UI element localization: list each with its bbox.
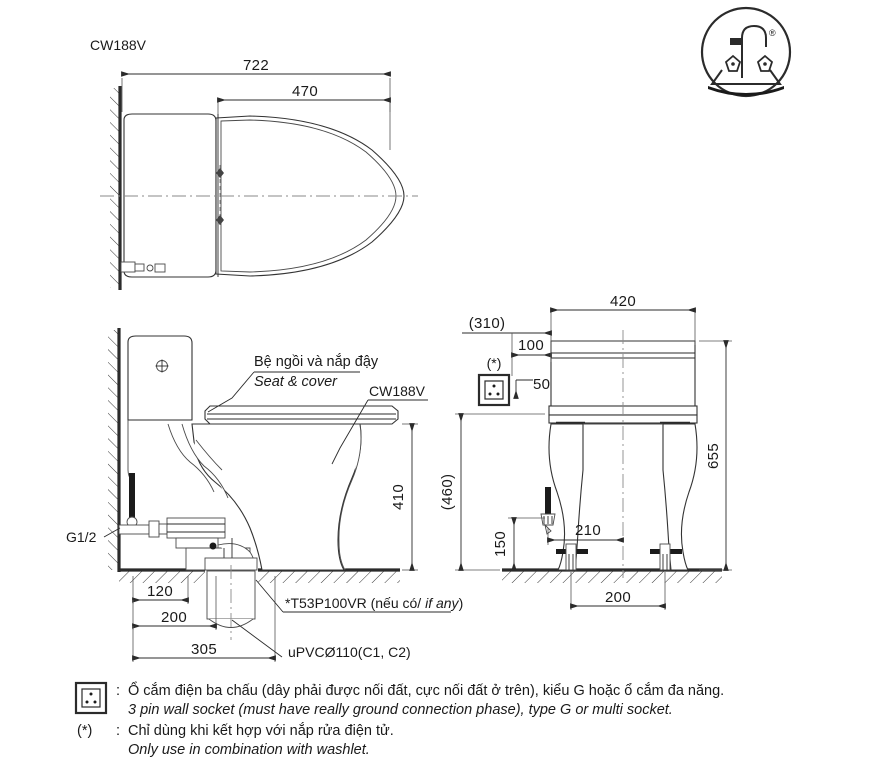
- side-tank-skirt: [127, 420, 133, 483]
- callout-seat-cover-en: Seat & cover: [254, 374, 338, 390]
- flower-right-icon: [756, 54, 774, 72]
- dim-150-label: 150: [492, 531, 509, 557]
- leader-t53p100vr: [255, 579, 284, 613]
- dim-410-label: 410: [390, 484, 407, 510]
- legend-socket-icon: [74, 681, 108, 715]
- side-tank-outline: [127, 335, 193, 421]
- leader-g12: [103, 527, 121, 538]
- floor-bolt-left: [556, 543, 588, 571]
- callout-flange-italic: if any: [425, 595, 459, 611]
- front-view: (*) 420 (310) 100 50 655: [439, 293, 732, 610]
- leader-upvc: [231, 619, 283, 658]
- dim-655-label: 655: [705, 443, 722, 469]
- dim-460-label: (460): [439, 474, 456, 511]
- callout-flange-part: *T53P100VR (nếu có/ if any): [285, 595, 463, 611]
- legend-block: : Ổ cắm điện ba chấu (dây phải được nối …: [74, 681, 724, 758]
- dim-200-label: 200: [161, 609, 187, 626]
- side-bowl-outline: [191, 423, 362, 571]
- front-bowl-left: [548, 423, 584, 571]
- registered-mark: ®: [769, 28, 776, 38]
- dim-305-label: 305: [191, 641, 217, 658]
- page-model-label: CW188V: [90, 37, 147, 53]
- water-supply-assembly: [118, 473, 226, 549]
- dim-310-label: (310): [469, 315, 506, 332]
- dim-50-label: 50: [533, 376, 550, 393]
- front-supply-stub: [540, 487, 556, 535]
- front-bowl-right: [662, 423, 698, 571]
- top-view: 722 470: [100, 57, 418, 290]
- dim-470-label: 470: [292, 83, 318, 100]
- top-view-inlet-fitting: [120, 261, 166, 273]
- leader-bowl-model: [331, 399, 369, 465]
- dim-420-label: 420: [610, 293, 636, 310]
- drain-pipe-body: [206, 565, 256, 640]
- socket-asterisk-marker: (*): [487, 355, 502, 371]
- leader-seat-cover: [207, 371, 255, 413]
- callout-water-supply: G1/2: [66, 529, 97, 545]
- flower-left-icon: [724, 54, 742, 72]
- legend-row1-en: 3 pin wall socket (must have really grou…: [128, 702, 673, 718]
- socket-symbol-front: [477, 373, 511, 407]
- legend-asterisk-marker: (*): [77, 723, 92, 739]
- side-outlet-assembly: [185, 538, 258, 571]
- callout-drain-pipe: uPVCØ110(C1, C2): [288, 644, 411, 660]
- callout-bowl-model: CW188V: [369, 383, 426, 399]
- legend-row2-vi: Chỉ dùng khi kết hợp với nắp rửa điện tử…: [128, 722, 394, 739]
- floor-bolt-right: [650, 543, 682, 571]
- legend-colon-1: :: [116, 683, 120, 699]
- tank-plan-outline: [123, 113, 217, 278]
- callout-flange-pre: *T53P100VR (nếu có/: [285, 595, 425, 611]
- dim-210-label: 210: [575, 522, 601, 539]
- hinge-marker-top: [216, 168, 224, 178]
- dim-120-label: 120: [147, 583, 173, 600]
- legend-row2-en: Only use in combination with washlet.: [128, 742, 370, 758]
- flush-button-icon: [155, 359, 169, 373]
- brand-logo: ®: [700, 6, 792, 98]
- dim-722-label: 722: [243, 57, 269, 74]
- dim-200-bolts-label: 200: [605, 589, 631, 606]
- side-view: 410 120 200 305 Bệ ngồi và nắp đậy Seat …: [66, 328, 463, 662]
- dim-100-label: 100: [518, 337, 544, 354]
- legend-colon-2: :: [116, 723, 120, 739]
- seat-cover-slab: [204, 405, 399, 425]
- callout-flange-post: ): [459, 595, 464, 611]
- callout-seat-cover-vi: Bệ ngồi và nắp đậy: [254, 353, 379, 370]
- legend-row1-vi: Ổ cắm điện ba chấu (dây phải được nối đấ…: [128, 681, 724, 699]
- hinge-marker-bottom: [216, 215, 224, 225]
